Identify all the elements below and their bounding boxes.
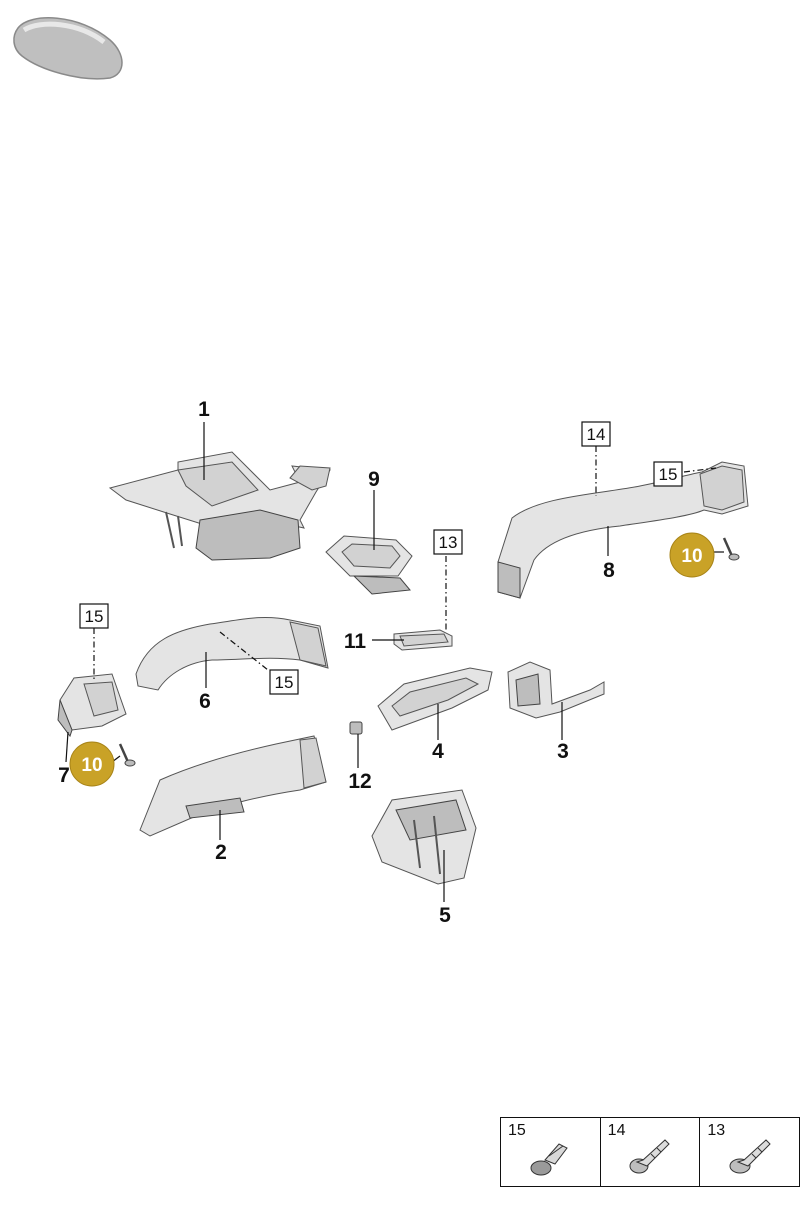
- screw-icon: [729, 1139, 772, 1174]
- screw-icon: [629, 1139, 670, 1174]
- screw-icon: [722, 537, 740, 561]
- clip-fastener-icon: [530, 1143, 568, 1176]
- legend-item-14: 14: [599, 1118, 700, 1186]
- callout-6: 6: [199, 690, 211, 713]
- part-4-vent-bezel: [377, 667, 493, 731]
- callout-7: 7: [58, 764, 70, 787]
- callout-9: 9: [368, 468, 380, 491]
- callout-3: 3: [557, 740, 569, 763]
- svg-text:14: 14: [587, 425, 606, 444]
- part-3-bracket: [507, 661, 605, 719]
- part-9-vent-frame: [325, 535, 413, 595]
- part-2-lower-duct: [139, 735, 327, 837]
- legend-number: 13: [707, 1122, 726, 1139]
- legend-item-13: 13: [699, 1118, 799, 1186]
- leader-lines: [65, 422, 724, 902]
- callout-1: 1: [198, 398, 210, 421]
- part-5-vent-housing: [371, 789, 477, 885]
- boxed-callout-15-left: 15: [79, 603, 109, 629]
- part-6-duct: [135, 616, 329, 691]
- callout-4: 4: [432, 740, 444, 763]
- boxed-callout-13: 13: [433, 529, 463, 555]
- boxed-callout-14: 14: [581, 421, 611, 447]
- svg-text:10: 10: [81, 755, 102, 776]
- part-8-long-duct: [497, 461, 749, 599]
- boxed-callout-15-top-right: 15: [653, 461, 683, 487]
- boxed-callout-15-center: 15: [269, 669, 299, 695]
- callout-12: 12: [348, 770, 371, 793]
- callout-8: 8: [603, 559, 615, 582]
- car-silhouette-icon: [13, 17, 123, 80]
- legend-number: 15: [508, 1122, 526, 1139]
- part-11-connector-block: [393, 629, 453, 651]
- badge-callout-10-left: 10: [69, 741, 115, 787]
- svg-text:10: 10: [681, 546, 702, 567]
- svg-text:13: 13: [439, 533, 458, 552]
- part-12-plug: [349, 721, 363, 735]
- part-7-side-vent: [57, 673, 127, 738]
- svg-text:15: 15: [275, 673, 294, 692]
- legend-item-15: 15: [501, 1118, 600, 1186]
- legend-number: 14: [607, 1122, 626, 1139]
- fastener-legend: 15 14 13: [500, 1117, 800, 1187]
- screw-icon: [118, 743, 136, 767]
- badge-callout-10-right: 10: [669, 532, 715, 578]
- svg-text:15: 15: [85, 607, 104, 626]
- callout-11: 11: [344, 630, 367, 653]
- callout-2: 2: [215, 841, 227, 864]
- part-1-air-duct-housing: [108, 451, 331, 561]
- callout-5: 5: [439, 904, 451, 927]
- svg-text:15: 15: [659, 465, 678, 484]
